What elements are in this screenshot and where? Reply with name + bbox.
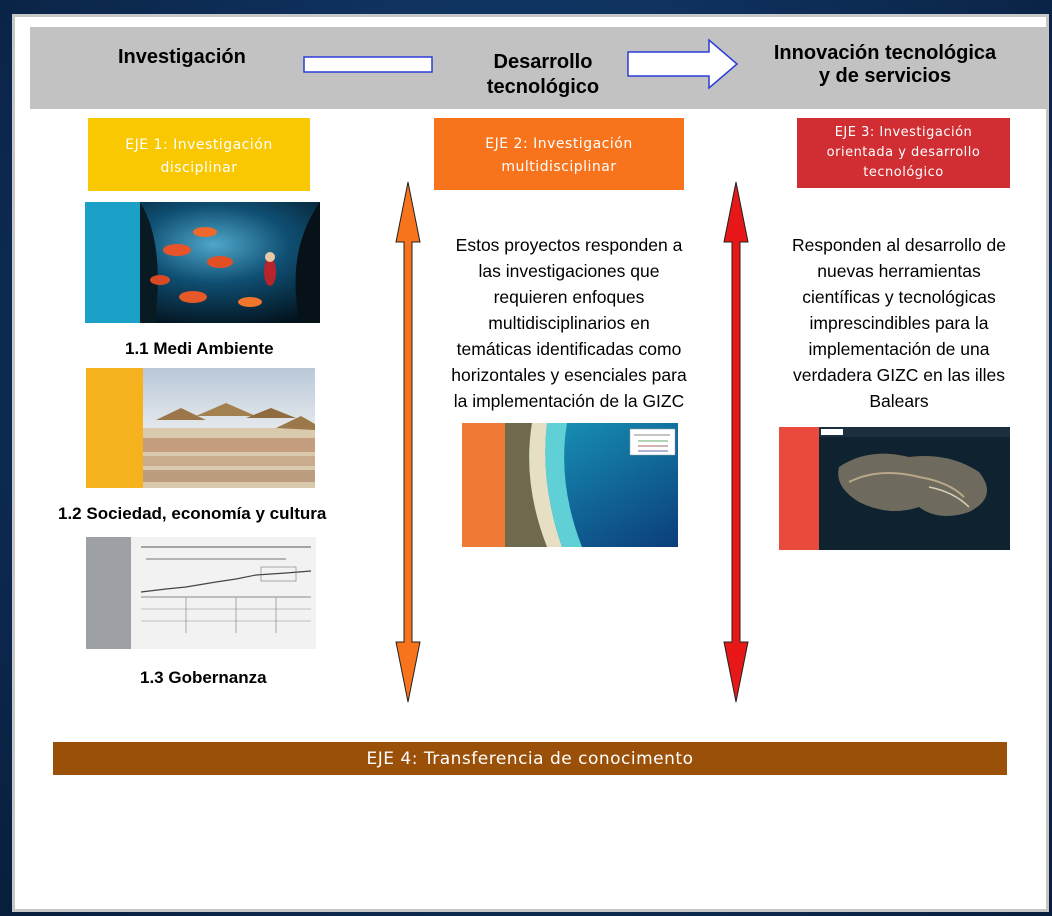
vertical-double-arrow-red: [723, 181, 749, 703]
eje3-box: EJE 3: Investigación orientada y desarro…: [797, 118, 1010, 188]
eje1-box: EJE 1: Investigación disciplinar: [88, 118, 310, 191]
eje2-description: Estos proyectos responden a las investig…: [420, 232, 718, 414]
caption-gobernanza: 1.3 Gobernanza: [140, 668, 267, 687]
coastline-aerial-photo: [462, 423, 678, 547]
caption-sociedad: 1.2 Sociedad, economía y cultura: [58, 504, 327, 523]
beach-photo: [86, 368, 315, 488]
eje3-line2: orientada y desarrollo: [826, 145, 981, 160]
eje4-bar: EJE 4: Transferencia de conocimento: [53, 742, 1007, 775]
eje2-desc-line: las investigaciones que: [478, 261, 660, 281]
stage-innovacion-line2: y de servicios: [818, 65, 952, 87]
eje3-description: Responden al desarrollo de nuevas herram…: [764, 232, 1034, 414]
eje2-line2: multidisciplinar: [501, 159, 617, 175]
stage-innovacion: Innovación tecnológica y de servicios: [735, 42, 1035, 88]
eje3-line1: EJE 3: Investigación: [834, 125, 973, 140]
caption-medi-ambiente: 1.1 Medi Ambiente: [125, 339, 274, 358]
stage-desarrollo-tecnologico: Desarrollo tecnológico: [486, 51, 600, 98]
eje3-desc-line: implementación de una: [808, 339, 990, 359]
underwater-photo: [85, 202, 320, 323]
eje1-line1: EJE 1: Investigación: [125, 136, 273, 153]
eje1-line2: disciplinar: [160, 159, 238, 176]
coastal-law-graphic: [86, 537, 316, 649]
eje2-line1: EJE 2: Investigación: [485, 136, 633, 152]
eje3-desc-line: Balears: [869, 391, 929, 411]
eje3-desc-line: nuevas herramientas: [817, 261, 981, 281]
flow-arrow-2: [627, 38, 739, 90]
flow-arrow-1: [303, 56, 433, 73]
eje2-box: EJE 2: Investigación multidisciplinar: [434, 118, 684, 190]
stage-bar: [30, 27, 1048, 109]
eje2-desc-line: requieren enfoques: [493, 287, 645, 307]
eje3-line3: tecnológico: [863, 165, 944, 180]
stage-investigacion: Investigación: [118, 46, 246, 68]
eje3-desc-line: científicas y tecnológicas: [802, 287, 996, 307]
eje2-desc-line: Estos proyectos responden a: [455, 235, 683, 255]
eje2-desc-line: multidisciplinarios en: [488, 313, 650, 333]
eje3-desc-line: imprescindibles para la: [809, 313, 989, 333]
eje2-desc-line: temáticas identificadas como: [456, 339, 682, 359]
eje3-desc-line: Responden al desarrollo de: [791, 235, 1007, 255]
stage-innovacion-line1: Innovación tecnológica: [773, 42, 997, 64]
vertical-double-arrow-orange: [395, 181, 421, 703]
satellite-map-photo: [779, 427, 1010, 550]
eje3-desc-line: verdadera GIZC en las illes: [792, 365, 1006, 385]
eje2-desc-line: horizontales y esenciales para: [451, 365, 687, 385]
eje2-desc-line: la implementación de la GIZC: [453, 391, 685, 411]
